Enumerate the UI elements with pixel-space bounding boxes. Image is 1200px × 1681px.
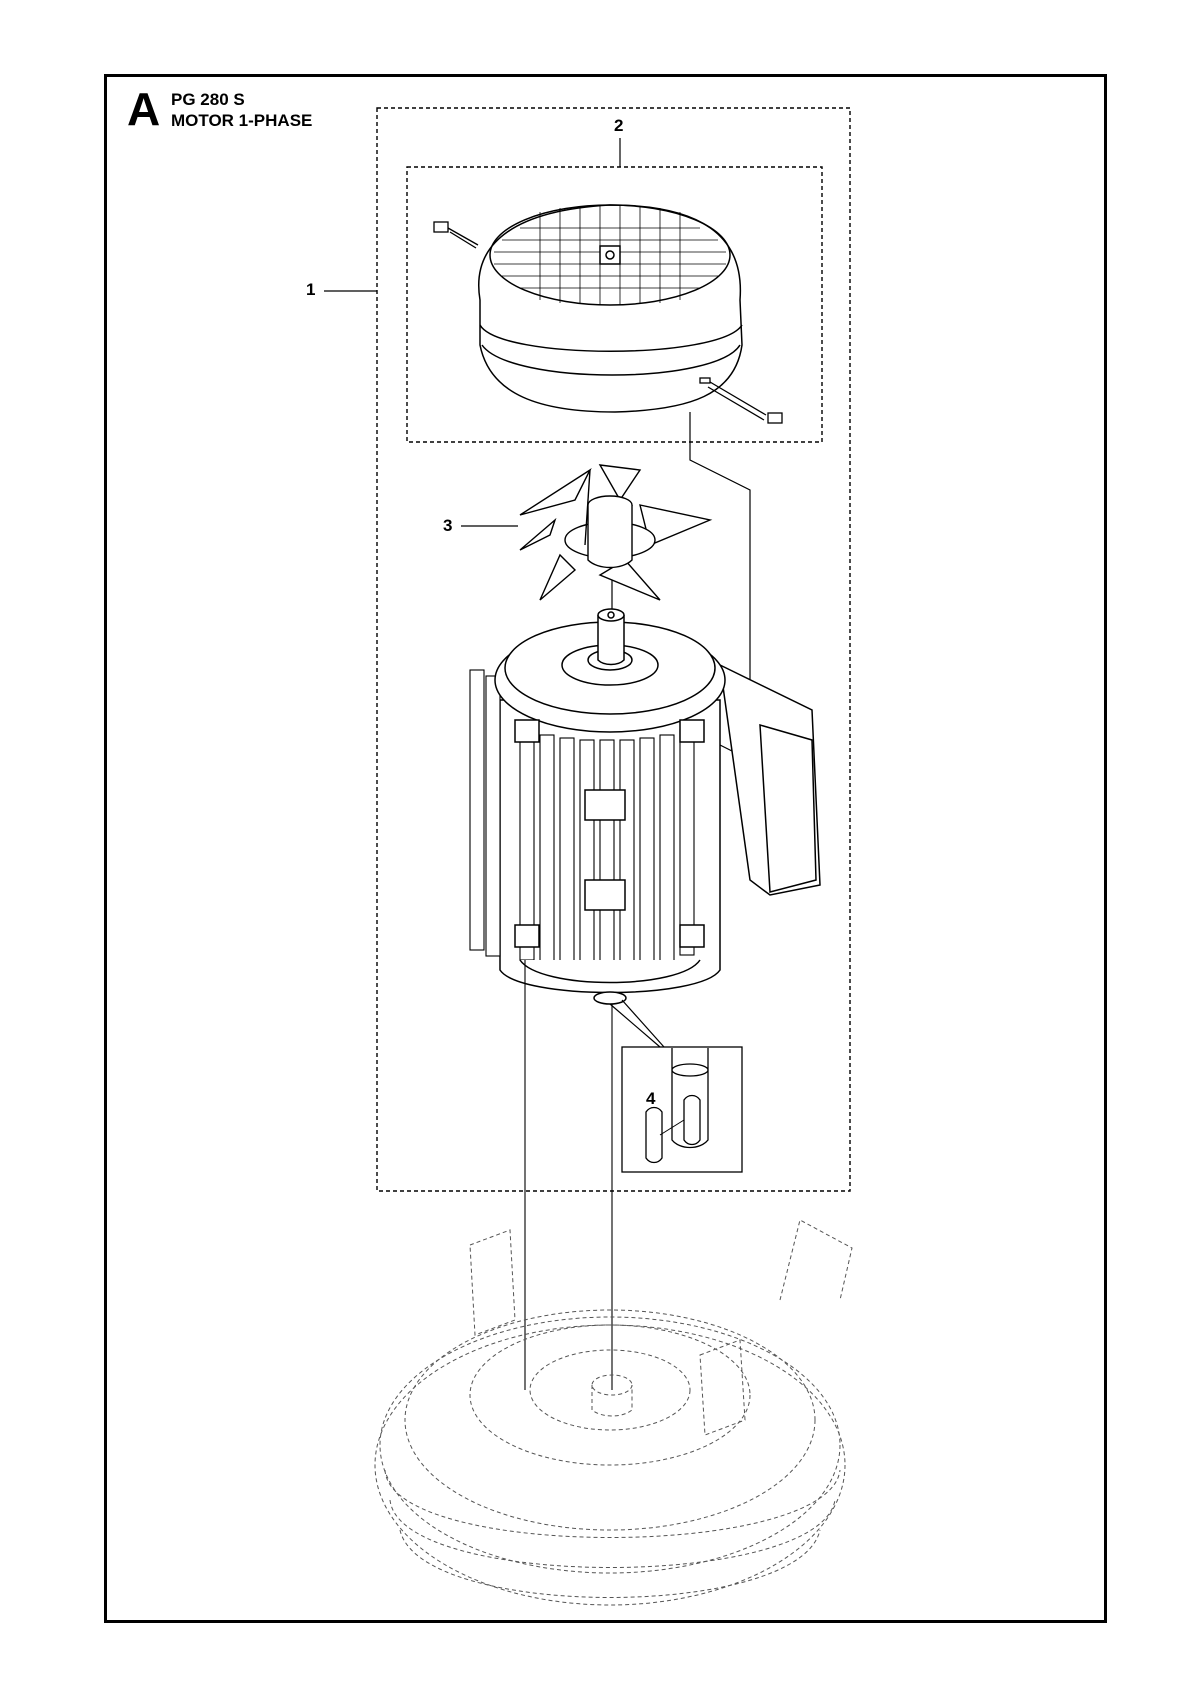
motor-body-part	[469, 608, 821, 1005]
key-part	[645, 1106, 663, 1164]
inset-pointer-2	[609, 1003, 661, 1048]
diagram-frame	[104, 74, 1107, 1623]
callout-part-3: 3	[443, 516, 453, 535]
group-box-motor	[376, 107, 851, 1192]
group-box-fan-cover	[406, 166, 823, 443]
callout-part-2: 2	[614, 116, 624, 135]
cover-screw-top	[433, 221, 479, 249]
fan-part	[519, 464, 713, 601]
callout-part-1: 1	[306, 280, 316, 299]
key-leader	[659, 1119, 685, 1136]
section-letter: A	[127, 83, 161, 135]
inset-pointer	[621, 999, 665, 1048]
cover-screw-bottom	[699, 377, 783, 424]
callout-part-4: 4	[646, 1089, 656, 1108]
shaft-end-detail	[671, 1048, 709, 1149]
grinder-base-phantom	[374, 1219, 853, 1606]
fan-cover-part	[478, 204, 743, 413]
assembly-title: MOTOR 1-PHASE	[171, 111, 313, 130]
model-title: PG 280 S	[171, 90, 245, 109]
